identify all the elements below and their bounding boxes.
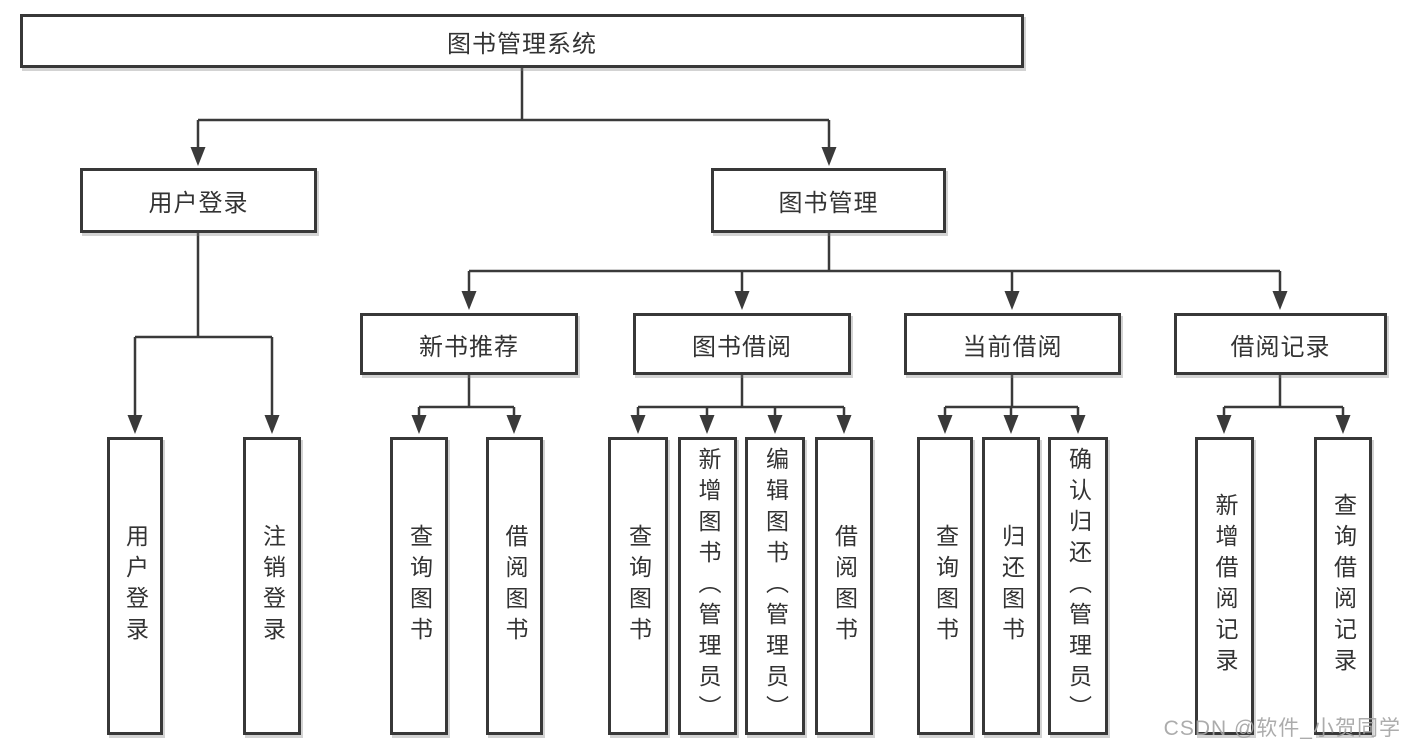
node-user-login: 用户登录 <box>80 168 317 233</box>
arrowhead-borrow-records <box>1272 291 1288 310</box>
node-book-management: 图书管理 <box>711 168 946 233</box>
node-book-borrowing: 图书借阅 <box>633 313 851 375</box>
leaf-borrow-query-books: 查询图书 <box>608 437 668 735</box>
arrowhead-book-management <box>821 147 837 166</box>
connector-borrow-records-to-leaves <box>1222 375 1345 418</box>
node-borrow-records: 借阅记录 <box>1174 313 1387 375</box>
arrowhead-current-query <box>937 415 953 434</box>
leaf-logout: 注销登录 <box>243 437 301 735</box>
node-new-book-recommend: 新书推荐 <box>360 313 578 375</box>
arrowhead-records-add <box>1216 415 1232 434</box>
arrowhead-new-book-recommend <box>461 291 477 310</box>
leaf-user-login: 用户登录 <box>107 437 163 735</box>
arrowhead-current-return <box>1003 415 1019 434</box>
connector-book-borrowing-to-leaves <box>636 375 846 418</box>
csdn-watermark: CSDN @软件_小贺同学 <box>1163 717 1401 740</box>
connector-user-login-to-leaves <box>133 233 274 418</box>
leaf-records-add-record: 新增借阅记录 <box>1195 437 1254 735</box>
node-library-management-system: 图书管理系统 <box>20 14 1024 68</box>
arrowhead-leaf-logout <box>264 415 280 434</box>
arrowhead-borrow-edit <box>767 415 783 434</box>
leaf-newrec-borrow-books: 借阅图书 <box>486 437 543 735</box>
node-current-borrowing: 当前借阅 <box>904 313 1121 375</box>
connector-current-borrowing-to-leaves <box>943 375 1080 418</box>
arrowhead-borrow-query <box>630 415 646 434</box>
arrowhead-current-confirm <box>1070 415 1086 434</box>
arrowhead-book-borrowing <box>734 291 750 310</box>
arrowhead-current-borrowing <box>1004 291 1020 310</box>
arrowhead-borrow-add <box>699 415 715 434</box>
leaf-borrow-borrow-books: 借阅图书 <box>815 437 873 735</box>
arrowhead-user-login <box>190 147 206 166</box>
leaf-borrow-add-books-admin: 新增图书（管理员） <box>678 437 737 735</box>
leaf-current-query-books: 查询图书 <box>917 437 973 735</box>
leaf-borrow-edit-books-admin: 编辑图书（管理员） <box>745 437 805 735</box>
arrowhead-borrow-borrow <box>836 415 852 434</box>
arrowhead-newrec-borrow <box>506 415 522 434</box>
leaf-newrec-query-books: 查询图书 <box>390 437 448 735</box>
leaf-current-return-books: 归还图书 <box>982 437 1040 735</box>
arrowhead-newrec-query <box>411 415 427 434</box>
connector-new-book-recommend-to-leaves <box>417 375 516 418</box>
leaf-current-confirm-return-admin: 确认归还（管理员） <box>1048 437 1108 735</box>
arrowhead-records-query <box>1335 415 1351 434</box>
connector-book-management-to-level3 <box>467 233 1282 294</box>
leaf-records-query-record: 查询借阅记录 <box>1314 437 1372 735</box>
connector-root-to-level2 <box>196 68 831 150</box>
arrowhead-leaf-user-login <box>127 415 143 434</box>
